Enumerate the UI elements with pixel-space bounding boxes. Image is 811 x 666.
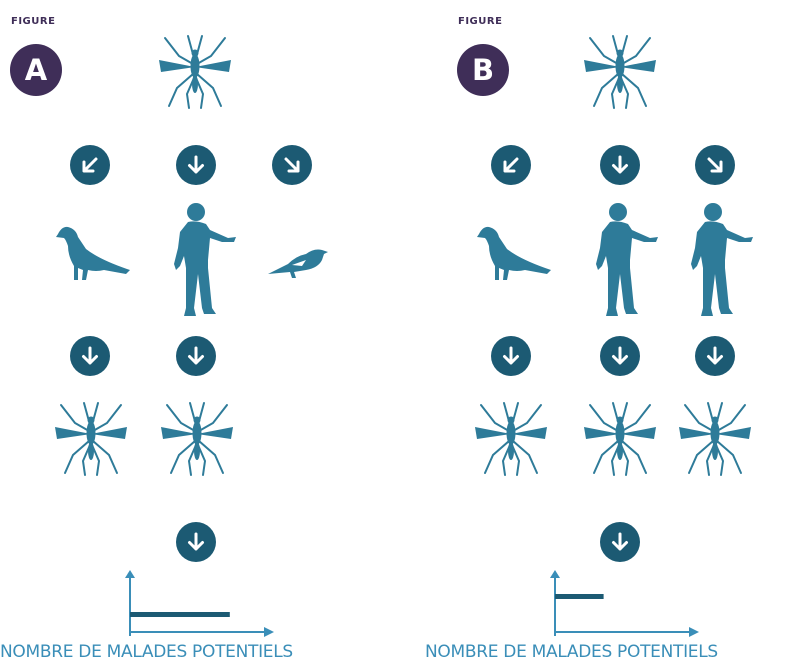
arrow-down-left-icon bbox=[70, 145, 110, 185]
figure-badge: B bbox=[457, 44, 509, 96]
arrow-down-right-icon bbox=[695, 145, 735, 185]
arrow-down-icon bbox=[176, 522, 216, 562]
figure-a-panel: FIGURE A NOMBRE DE MALADES POTENTIELS bbox=[0, 0, 400, 666]
arrow-down-icon bbox=[70, 336, 110, 376]
caption: NOMBRE DE MALADES POTENTIELS bbox=[0, 642, 293, 662]
figure-b-panel: FIGURE B NOMBRE DE MALADES POTENTIELS bbox=[425, 0, 811, 666]
mosquito-icon bbox=[157, 397, 237, 477]
cases-level-bar bbox=[555, 594, 604, 599]
bird-icon bbox=[473, 222, 553, 282]
cases-level-bar bbox=[130, 612, 230, 617]
figure-badge: A bbox=[10, 44, 62, 96]
arrow-down-icon bbox=[695, 336, 735, 376]
figure-label: FIGURE bbox=[11, 16, 56, 27]
mosquito-icon bbox=[580, 30, 660, 110]
cases-graph bbox=[543, 566, 703, 638]
mosquito-icon bbox=[471, 397, 551, 477]
caption: NOMBRE DE MALADES POTENTIELS bbox=[425, 642, 718, 662]
small-bird-icon bbox=[266, 238, 336, 278]
cases-graph bbox=[118, 566, 278, 638]
arrow-down-right-icon bbox=[272, 145, 312, 185]
arrow-down-icon bbox=[600, 145, 640, 185]
arrow-down-left-icon bbox=[491, 145, 531, 185]
arrow-down-icon bbox=[600, 336, 640, 376]
person-icon bbox=[166, 200, 236, 320]
arrow-down-icon bbox=[491, 336, 531, 376]
person-icon bbox=[683, 200, 753, 320]
arrow-down-icon bbox=[176, 336, 216, 376]
arrow-down-icon bbox=[600, 522, 640, 562]
mosquito-icon bbox=[675, 397, 755, 477]
mosquito-icon bbox=[580, 397, 660, 477]
figure-label: FIGURE bbox=[458, 16, 503, 27]
bird-icon bbox=[52, 222, 132, 282]
mosquito-icon bbox=[155, 30, 235, 110]
person-icon bbox=[588, 200, 658, 320]
arrow-down-icon bbox=[176, 145, 216, 185]
mosquito-icon bbox=[51, 397, 131, 477]
